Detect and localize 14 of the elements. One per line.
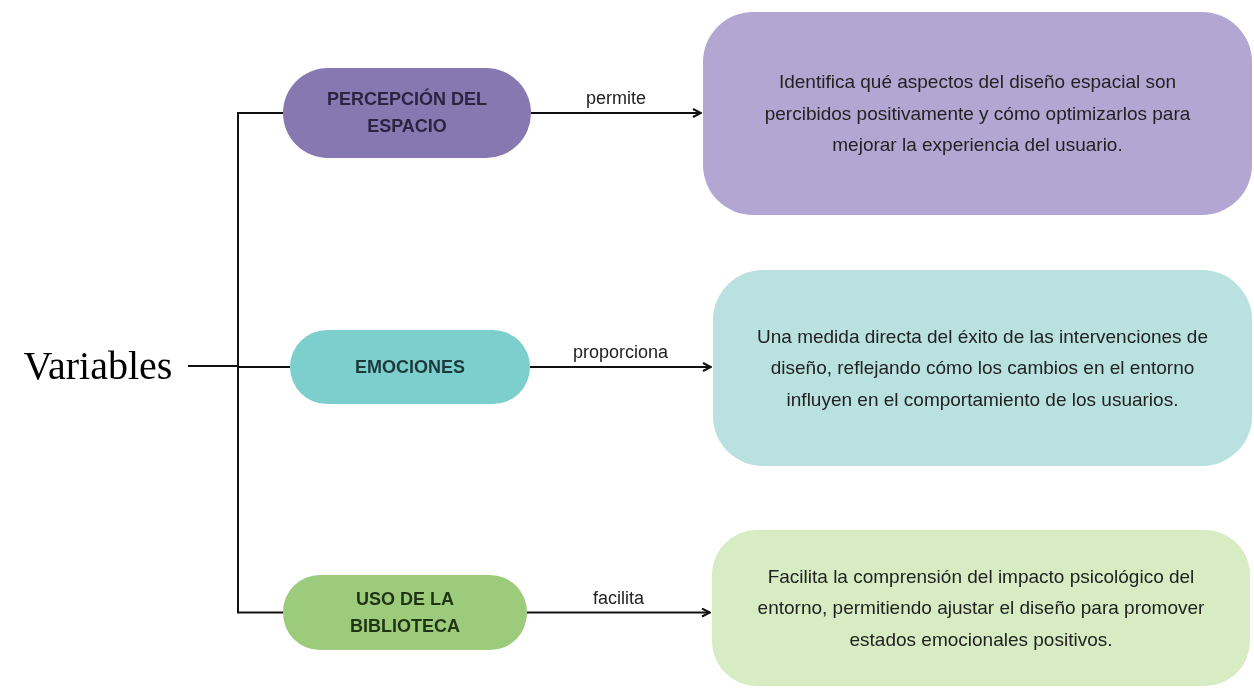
connector <box>529 362 712 372</box>
node-text: Variables <box>23 342 173 390</box>
node-text: USO DE LA BIBLIOTECA <box>349 587 461 638</box>
description-box <box>712 530 1250 686</box>
node-text: Identifica qué aspectos del diseño espacial son percibidos positivamente y cómo optimizarlos para mejorar la experiencia del usuario. <box>763 70 1192 158</box>
description-box <box>713 270 1252 466</box>
node-text: EMOCIONES <box>355 355 465 379</box>
node-text: Facilita la comprensión del impacto psicológico del entorno, permitiendo ajustar el diseño para promover estados emocionales positivos. <box>756 565 1206 652</box>
node-text: Una medida directa del éxito de las intervenciones de diseño, reflejando cómo los cambios en el entorno influyen en el comportamiento de los usuarios. <box>756 325 1209 412</box>
connector <box>187 365 284 614</box>
connector <box>530 108 702 118</box>
description-box <box>703 12 1252 215</box>
node-text: PERCEPCIÓN DEL ESPACIO <box>326 87 488 138</box>
connector <box>526 607 711 618</box>
